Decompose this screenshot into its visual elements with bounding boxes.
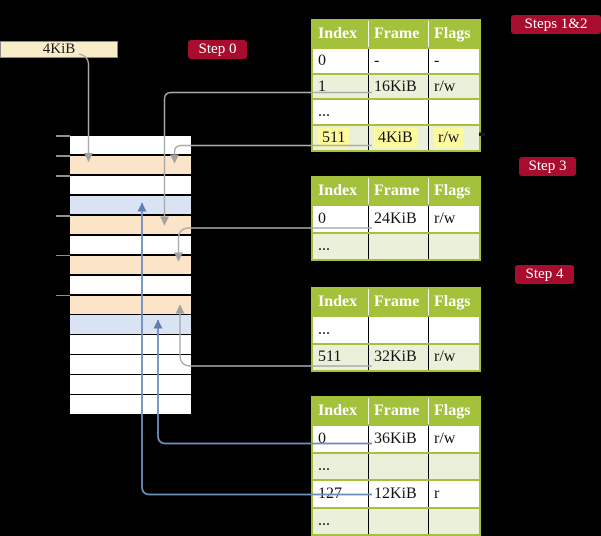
page-table-step-3: Index Frame Flags 0 24KiB r/w ... [311,176,481,261]
memory-frame-36kib [70,315,191,334]
header-frame: Frame [368,398,428,424]
header-flags: Flags [428,21,479,47]
table-row: 0 36KiB r/w [313,424,479,452]
table-row: 1 16KiB r/w [313,72,479,99]
header-frame: Frame [368,178,428,204]
table-row: 127 12KiB r [313,479,479,507]
table-header-row: Index Frame Flags [313,398,479,424]
highlighted-value: r/w [434,127,464,148]
header-flags: Flags [428,178,479,204]
step-3-badge: Step 3 [519,157,576,176]
table-row: ... [313,315,479,343]
header-frame: Frame [368,289,428,315]
table-header-row: Index Frame Flags [313,178,479,204]
header-flags: Flags [428,398,479,424]
table-row: ... [313,451,479,479]
memory-frame-16kib [70,215,191,235]
memory-frame [70,335,191,354]
header-index: Index [318,25,358,42]
table-row: 0 24KiB r/w [313,204,479,232]
table-row: ... [313,231,479,259]
table-row: ... [313,506,479,534]
table-row-highlighted: 511 4KiB r/w [313,124,479,150]
memory-tick [56,175,70,177]
memory-frame-32kib [70,295,191,314]
memory-tick [56,254,70,257]
step-0-badge: Step 0 [188,40,247,59]
memory-frame [70,235,191,255]
header-frame: Frame [368,21,428,47]
page-table-steps-1-2: Index Frame Flags 0 - - 1 16KiB r/w ... … [311,19,481,152]
memory-frame [70,175,191,195]
memory-tick [56,215,70,217]
table-row: 511 32KiB r/w [313,342,479,370]
step-4-badge: Step 4 [515,265,574,284]
memory-frame [70,375,191,394]
page-table-final-level: Index Frame Flags 0 36KiB r/w ... 127 12… [311,396,481,536]
memory-frame [70,136,191,155]
memory-frame [70,275,191,294]
table-row: ... [313,98,479,125]
header-flags: Flags [428,289,479,315]
memory-frame [70,355,191,374]
memory-tick [56,155,70,157]
table-header-row: Index Frame Flags [313,21,479,47]
header-index: Index [318,293,358,310]
memory-tick [56,135,70,137]
memory-tick [56,294,70,297]
table-row: 0 - - [313,47,479,73]
memory-frame [70,395,191,414]
steps-1-2-badge: Steps 1&2 [511,15,601,34]
physical-memory-column [70,136,191,415]
page-table-base-box: 4KiB [0,41,118,58]
header-index: Index [318,402,358,419]
table-header-row: Index Frame Flags [313,289,479,315]
highlighted-value: 511 [318,127,350,148]
memory-frame-24kib [70,255,191,275]
header-index: Index [318,182,358,199]
page-table-step-4: Index Frame Flags ... 511 32KiB r/w [311,287,481,372]
memory-frame-12kib [70,195,191,215]
highlighted-value: 4KiB [374,127,417,148]
memory-frame-4kib [70,155,191,175]
